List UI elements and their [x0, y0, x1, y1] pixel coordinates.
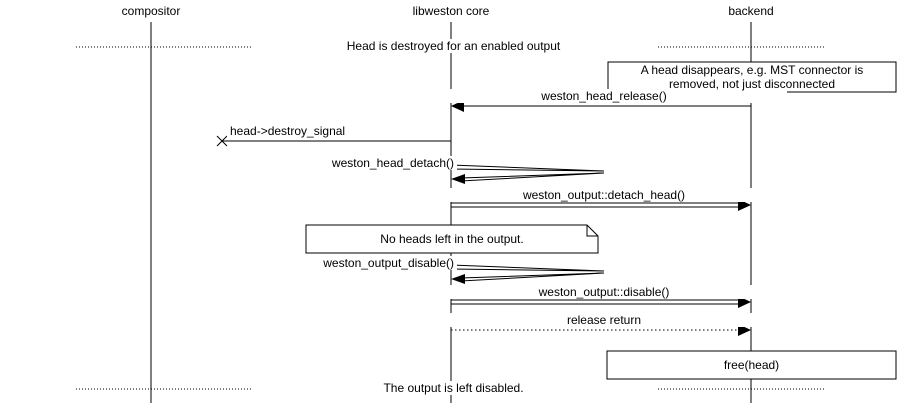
msg-weston-head-release-arrowhead — [451, 100, 464, 112]
msg-release-return-arrowhead — [738, 324, 751, 336]
note-no-heads-left-text: No heads left in the output. — [380, 232, 524, 246]
msg-weston-head-detach-arrowhead — [451, 174, 465, 184]
lifeline-label-backend: backend — [728, 4, 774, 18]
msg-head-destroy-signal-label: head->destroy_signal — [227, 124, 349, 138]
msg-weston-head-detach-outbound — [450, 164, 605, 172]
msg-weston-head-detach-label: weston_head_detach() — [191, 156, 457, 170]
msg-release-return-label: release return — [421, 313, 787, 327]
box-free-head-box — [606, 350, 897, 380]
bottom-divider-label: The output is left disabled. — [250, 381, 657, 395]
msg-weston-output-disable-return — [460, 272, 605, 282]
lifeline-label-libweston-core: libweston core — [412, 4, 490, 18]
msg-weston-head-detach-return — [460, 172, 605, 182]
msg-weston-output-disable-outbound — [450, 264, 605, 272]
note-no-heads-left-box — [305, 224, 599, 254]
msg-weston-output-detach-head-label: weston_output::detach_head() — [421, 188, 787, 202]
msg-weston-output-disable-backend-arrowhead — [738, 296, 751, 308]
msg-weston-output-detach-head-arrowhead — [738, 199, 751, 211]
msg-weston-output-disable-label: weston_output_disable() — [191, 256, 457, 270]
note-head-disappears-text: A head disappears, e.g. MST connector is… — [640, 63, 864, 91]
note-no-heads-left-fold — [586, 225, 598, 237]
box-free-head-text: free(head) — [723, 358, 780, 372]
msg-weston-output-disable-backend-label: weston_output::disable() — [421, 285, 787, 299]
msg-head-destroy-signal-lost-marker — [216, 135, 228, 147]
top-divider-label: Head is destroyed for an enabled output — [250, 39, 657, 53]
lifeline-label-compositor: compositor — [121, 4, 181, 18]
note-head-disappears-box — [607, 61, 897, 93]
msg-weston-head-release-label: weston_head_release() — [421, 89, 787, 103]
msg-weston-output-disable-arrowhead — [451, 274, 465, 284]
